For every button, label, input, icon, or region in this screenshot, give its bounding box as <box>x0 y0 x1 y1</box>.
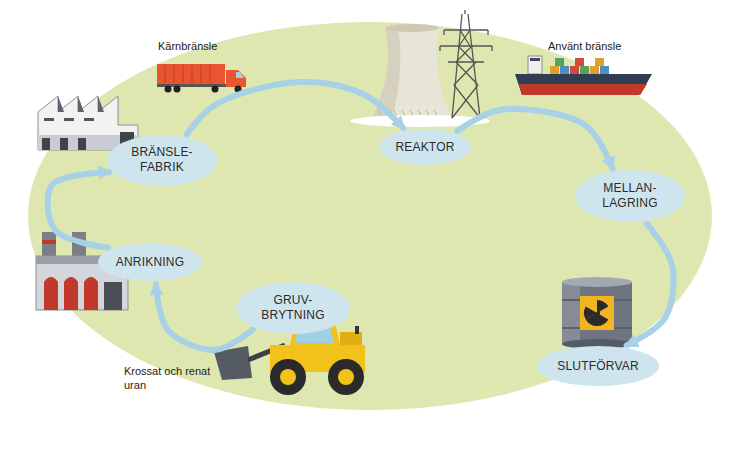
power-pylon-drawing <box>440 10 492 118</box>
edge-label: Kärnbränsle <box>158 40 217 54</box>
flow-arrow <box>457 109 612 168</box>
stage-label: GRUV- BRYTNING <box>255 293 331 323</box>
stage-oval: SLUTFÖRVAR <box>537 346 659 386</box>
truck-drawing <box>157 64 246 93</box>
flow-arrow <box>156 284 253 350</box>
edge-label: Krossat och renat uran <box>124 365 212 393</box>
stage-label: MELLAN- LAGRING <box>594 181 666 211</box>
stage-label: SLUTFÖRVAR <box>557 359 639 374</box>
stage-oval: BRÄNSLE- FABRIK <box>107 135 216 186</box>
waste-barrel-drawing <box>562 277 632 349</box>
stage-label: ANRIKNING <box>116 255 184 270</box>
flow-arrow <box>48 172 110 248</box>
stage-oval: MELLAN- LAGRING <box>575 170 684 222</box>
flow-arrow <box>187 82 403 134</box>
flow-arrow <box>627 224 674 346</box>
stage-oval: REAKTOR <box>379 129 471 165</box>
stage-label: REAKTOR <box>395 140 454 155</box>
cooling-tower-drawing <box>350 24 490 127</box>
stage-label: BRÄNSLE- FABRIK <box>126 145 198 175</box>
stage-oval: GRUV- BRYTNING <box>236 282 350 334</box>
stage-oval: ANRIKNING <box>98 243 202 281</box>
edge-label: Använt bränsle <box>548 40 621 54</box>
cycle-ground <box>28 22 712 410</box>
ship-drawing <box>515 56 652 95</box>
